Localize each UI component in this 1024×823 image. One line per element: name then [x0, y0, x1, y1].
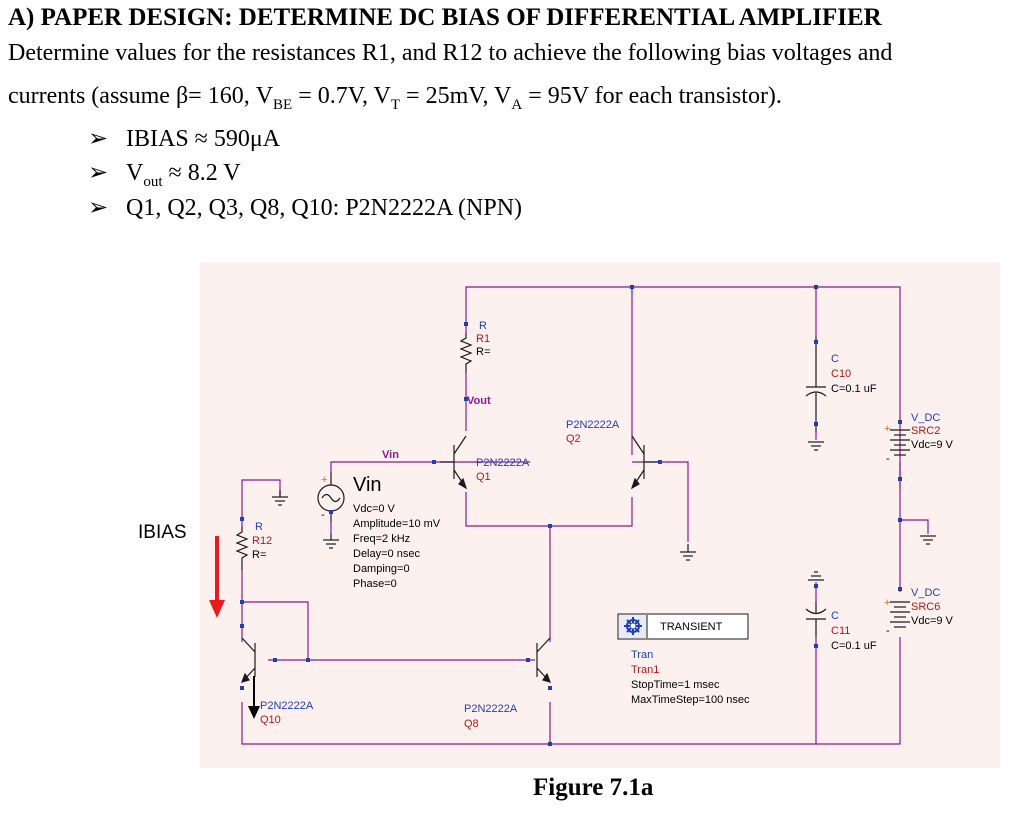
- bullet-arrow-icon: ➢: [88, 126, 109, 152]
- ibias-arrow-icon: [209, 536, 225, 618]
- q1-transistor-symbol: [440, 435, 468, 490]
- page-title: A) PAPER DESIGN: DETERMINE DC BIAS OF DI…: [8, 4, 882, 31]
- src2-minus: -: [886, 453, 890, 465]
- r1-name-label: R1: [476, 333, 490, 345]
- q1-name-label: Q1: [476, 471, 491, 483]
- c11-capacitor-symbol: [805, 602, 827, 637]
- intro-line-1: Determine values for the resistances R1,…: [8, 40, 893, 66]
- vin-param-delay: Delay=0 nsec: [353, 548, 420, 560]
- q10-name-label: Q10: [260, 714, 281, 726]
- transient-controller[interactable]: TRANSIENT: [617, 613, 749, 640]
- bullet-transistors: ➢ Q1, Q2, Q3, Q8, Q10: P2N2222A (NPN): [88, 193, 522, 222]
- src2-battery-symbol: [890, 429, 910, 456]
- c10-name-label: C10: [831, 368, 851, 380]
- ibias-label: IBIAS: [138, 522, 187, 543]
- vin-source-minus: -: [321, 509, 325, 521]
- transient-label: TRANSIENT: [660, 621, 723, 633]
- bullet-vout: ➢ Vout ≈ 8.2 V: [88, 158, 241, 191]
- intro-text-d: = 95V for each transistor).: [522, 83, 782, 109]
- vin-param-damping: Damping=0: [353, 563, 410, 575]
- c11-name-label: C11: [831, 625, 850, 637]
- src6-minus: -: [886, 625, 890, 637]
- vin-param-freq: Freq=2 kHz: [353, 533, 410, 545]
- vin-source-name: Vin: [353, 474, 382, 496]
- q2-transistor-symbol: [630, 435, 658, 490]
- src6-value-label: Vdc=9 V: [911, 615, 954, 627]
- schematic-diagram: TRANSIENT R R1 R= Vout Vin P2N2222A Q1 P…: [200, 262, 1000, 768]
- vin-param-amplitude: Amplitude=10 mV: [353, 518, 441, 530]
- bullet-vout-text-a: V: [126, 160, 144, 186]
- r12-value-label: R=: [252, 549, 266, 561]
- src2-type-label: V_DC: [911, 412, 940, 424]
- vout-net-label: Vout: [467, 395, 491, 407]
- intro-sub-t: T: [390, 96, 401, 113]
- bullet-arrow-icon: ➢: [88, 195, 109, 221]
- vin-param-vdc: Vdc=0 V: [353, 503, 396, 515]
- intro-sub-a: A: [511, 96, 523, 113]
- ground-symbols: [272, 441, 936, 581]
- q8-name-label: Q8: [464, 718, 479, 730]
- tran-stop-label: StopTime=1 msec: [631, 679, 720, 691]
- intro-text-c: = 25mV, V: [400, 83, 512, 109]
- c11-value-label: C=0.1 uF: [831, 640, 877, 652]
- schematic-background: [200, 262, 1000, 768]
- q1-model-label: P2N2222A: [476, 457, 530, 469]
- q10-current-arrow-icon: [248, 676, 260, 719]
- q10-model-label: P2N2222A: [260, 700, 314, 712]
- figure-caption: Figure 7.1a: [533, 774, 654, 801]
- r12-name-label: R12: [252, 535, 272, 547]
- tran-name-label: Tran1: [631, 664, 659, 676]
- c10-type-label: C: [831, 353, 839, 365]
- intro-sub-be: BE: [273, 96, 293, 113]
- r12-type-label: R: [255, 521, 263, 533]
- c11-type-label: C: [831, 610, 839, 622]
- bullet-transistors-text: Q1, Q2, Q3, Q8, Q10: P2N2222A (NPN): [126, 195, 523, 221]
- q2-name-label: Q2: [566, 433, 581, 445]
- src6-battery-symbol: [890, 601, 910, 628]
- vin-net-label: Vin: [382, 449, 399, 461]
- tran-step-label: MaxTimeStep=100 nsec: [631, 694, 750, 706]
- r1-resistor-symbol: [459, 333, 473, 373]
- bullet-ibias: ➢ IBIAS ≈ 590μA: [88, 124, 280, 153]
- src2-name-label: SRC2: [911, 425, 940, 437]
- bullet-vout-sub: out: [143, 173, 163, 190]
- c10-value-label: C=0.1 uF: [831, 383, 877, 395]
- intro-line-2: currents (assume β= 160, VBE = 0.7V, VT …: [8, 83, 782, 114]
- node-dots: [240, 285, 902, 746]
- q8-model-label: P2N2222A: [464, 703, 518, 715]
- src2-value-label: Vdc=9 V: [911, 439, 954, 451]
- src6-name-label: SRC6: [911, 601, 940, 613]
- bullet-vout-text-b: ≈ 8.2 V: [162, 160, 241, 186]
- src2-plus: +: [884, 423, 890, 435]
- q8-transistor-symbol: [536, 637, 551, 683]
- bullet-arrow-icon: ➢: [88, 160, 109, 186]
- bullet-ibias-text: IBIAS ≈ 590μA: [126, 126, 281, 152]
- q2-model-label: P2N2222A: [566, 419, 620, 431]
- vin-param-phase: Phase=0: [353, 578, 397, 590]
- src6-plus: +: [884, 597, 890, 609]
- q10-transistor-symbol: [241, 637, 256, 683]
- r12-resistor-symbol: [235, 527, 249, 570]
- r1-type-label: R: [479, 320, 487, 332]
- tran-type-label: Tran: [631, 649, 653, 661]
- src6-type-label: V_DC: [911, 587, 940, 599]
- vin-source-plus: +: [321, 474, 327, 486]
- intro-text-b: = 0.7V, V: [292, 83, 391, 109]
- intro-text-a: currents (assume β= 160, V: [8, 83, 274, 109]
- r1-value-label: R=: [476, 346, 490, 358]
